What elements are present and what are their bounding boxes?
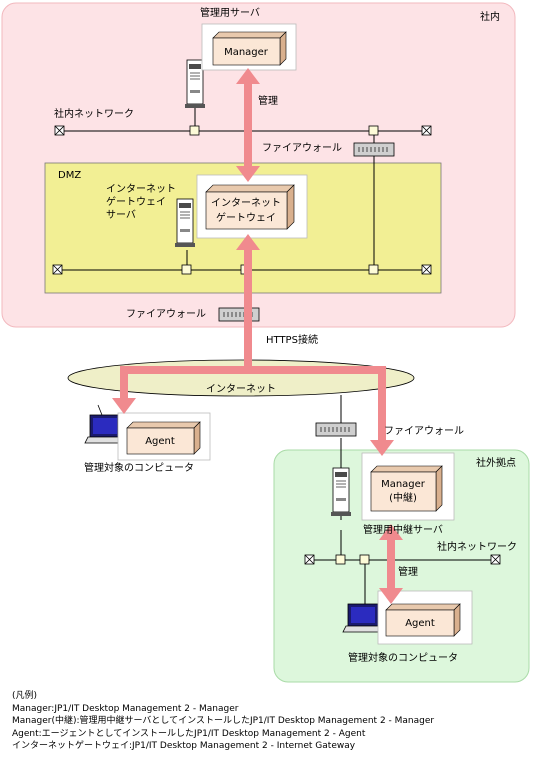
svg-text:Agent: Agent <box>405 618 435 629</box>
managed-computer-left-icon <box>84 404 126 444</box>
legend-item: インターネットゲートウェイ:JP1/IT Desktop Management … <box>12 741 356 752</box>
svg-text:ゲートウェイ: ゲートウェイ <box>216 212 276 224</box>
network-end-left-dmz <box>52 264 63 275</box>
svg-text:Manager: Manager <box>224 47 269 58</box>
network-node <box>359 554 370 565</box>
legend-item: Manager(中継):管理用中継サーバとしてインストールしたJP1/IT De… <box>12 716 435 727</box>
relay-manager-box: Manager (中継) <box>361 452 455 521</box>
svg-text:(中継): (中継) <box>389 491 417 504</box>
network-node <box>181 264 192 275</box>
agent-box-left: Agent <box>117 412 211 461</box>
network-end-left-top <box>54 125 65 136</box>
gateway-server-icon <box>174 198 196 248</box>
manager-box: Manager <box>201 23 297 71</box>
internal-zone-label: 社内 <box>480 10 500 23</box>
managed-computer-remote-icon <box>342 603 384 633</box>
network-end-right-remote <box>490 554 501 565</box>
svg-text:インターネット: インターネット <box>211 197 281 209</box>
gateway-server-label: サーバ <box>106 209 136 221</box>
network-node <box>368 264 379 275</box>
legend-title: (凡例) <box>12 691 38 701</box>
manage-label: 管理 <box>398 565 418 578</box>
relay-server-label: 管理用中継サーバ <box>363 523 443 536</box>
network-end-right-dmz <box>421 264 432 275</box>
firewall-label: ファイアウォール <box>384 425 464 437</box>
firewall-icon <box>315 422 357 437</box>
network-node <box>189 125 200 136</box>
network-end-right-top <box>421 125 432 136</box>
firewall-icon <box>218 307 260 322</box>
legend-item: Manager:JP1/IT Desktop Management 2 - Ma… <box>12 703 239 714</box>
managed-computer-label: 管理対象のコンピュータ <box>348 651 458 664</box>
gateway-box: インターネット ゲートウェイ <box>196 174 308 239</box>
firewall-label: ファイアウォール <box>126 308 206 320</box>
legend: (凡例) Manager:JP1/IT Desktop Management 2… <box>12 690 434 753</box>
internal-network-label: 社内ネットワーク <box>54 107 134 120</box>
manage-label: 管理 <box>258 94 278 107</box>
https-label: HTTPS接続 <box>266 333 318 346</box>
relay-server-icon <box>330 467 352 517</box>
gateway-server-label: ゲートウェイ <box>106 196 166 208</box>
dmz-zone-label: DMZ <box>58 170 81 181</box>
legend-item: Agent:エージェントとしてインストールしたJP1/IT Desktop Ma… <box>12 728 366 739</box>
internal-network-label: 社内ネットワーク <box>437 540 517 553</box>
gateway-server-label: インターネット <box>106 183 176 195</box>
firewall-icon <box>353 142 395 157</box>
internet-label: インターネット <box>206 383 276 395</box>
https-arrow <box>112 234 394 456</box>
agent-box-remote: Agent <box>377 590 473 645</box>
svg-text:Manager: Manager <box>381 479 426 490</box>
firewall-label: ファイアウォール <box>262 142 342 154</box>
network-node <box>335 554 346 565</box>
network-end-left-remote <box>304 554 315 565</box>
network-node <box>368 125 379 136</box>
remote-zone-label: 社外拠点 <box>476 456 516 469</box>
manage-arrow-top <box>236 68 260 182</box>
manage-arrow-remote <box>379 524 403 604</box>
svg-text:Agent: Agent <box>145 436 175 447</box>
management-server-label: 管理用サーバ <box>200 6 260 19</box>
managed-computer-label: 管理対象のコンピュータ <box>84 461 194 474</box>
